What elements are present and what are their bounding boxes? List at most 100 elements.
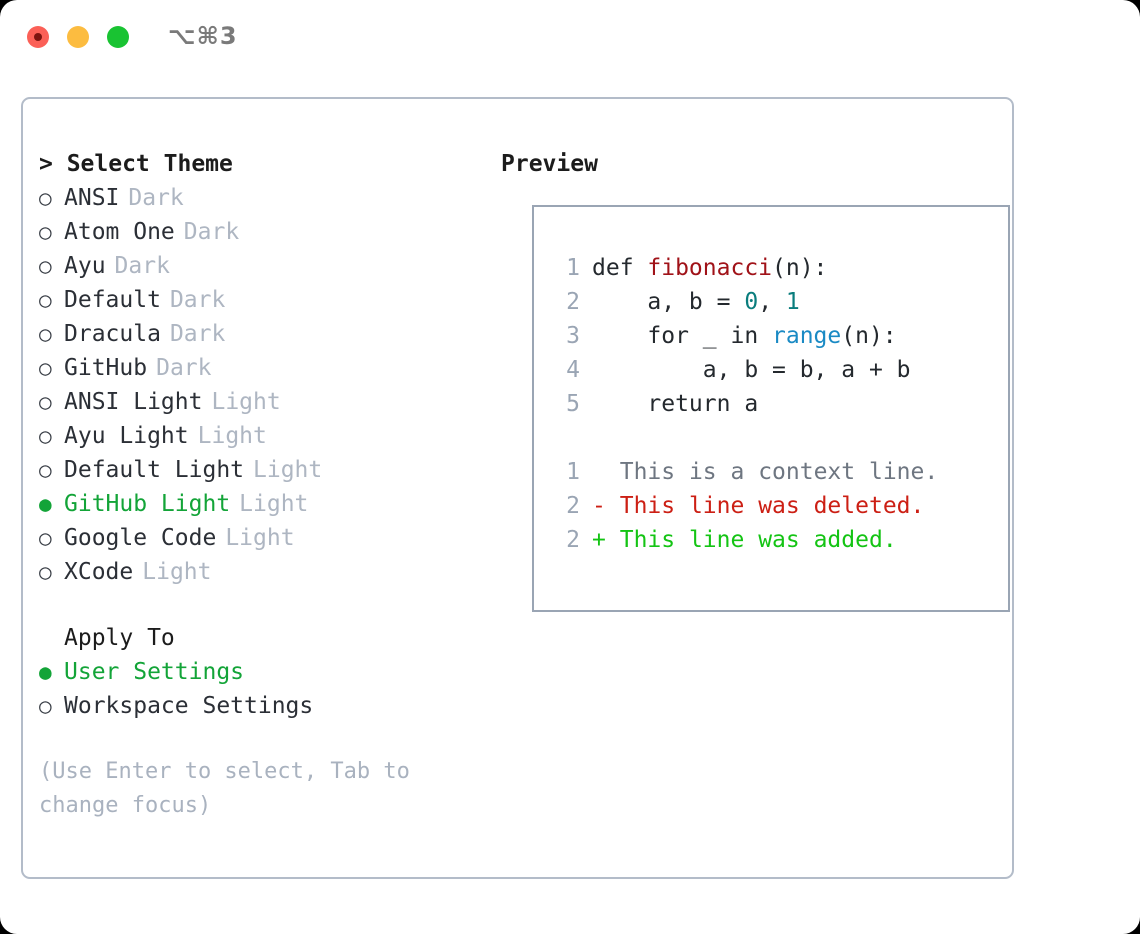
code-token-plain: a, b = b, a + b [592, 357, 911, 383]
apply-to-option-user-settings[interactable]: ●User Settings [39, 655, 489, 689]
theme-option-category: Dark [114, 253, 170, 279]
theme-option-ansi-light[interactable]: ○ ANSI Light Light [39, 385, 489, 419]
diff-line-number: 2 [566, 527, 580, 553]
theme-option-label: GitHub Light [64, 491, 231, 517]
diff-line-deleted: 2- This line was deleted. [550, 489, 1002, 523]
diff-sample: 1 This is a context line.2- This line wa… [550, 455, 1002, 557]
code-token-plain: def [592, 255, 648, 281]
diff-line-text: This line was deleted. [619, 493, 925, 519]
code-line: 5 return a [550, 387, 1002, 421]
theme-option-category: Light [253, 457, 323, 483]
code-line-number: 5 [566, 391, 580, 417]
preview-header: Preview [501, 151, 598, 177]
close-window-button[interactable] [27, 26, 49, 48]
code-line: 4 a, b = b, a + b [550, 353, 1002, 387]
theme-option-category: Light [211, 389, 281, 415]
code-line-content: a, b = 0, 1 [592, 285, 800, 319]
theme-option-category: Light [225, 525, 295, 551]
theme-option-label: GitHub [64, 355, 148, 381]
code-token-number: 0 [744, 289, 759, 315]
maximize-window-button[interactable] [107, 26, 129, 48]
code-token-call: range [772, 323, 842, 349]
diff-line-text: This line was added. [619, 527, 897, 553]
diff-line-added: 2 + This line was added. [550, 523, 1002, 557]
theme-option-default-light[interactable]: ○ Default Light Light [39, 453, 489, 487]
theme-option-label: XCode [64, 559, 134, 585]
theme-option-label: Atom One [64, 219, 175, 245]
radio-empty-icon: ○ [39, 186, 52, 210]
code-line: 2 a, b = 0, 1 [550, 285, 1002, 319]
theme-option-atom-one[interactable]: ○ Atom One Dark [39, 215, 489, 249]
radio-empty-icon: ○ [39, 458, 52, 482]
code-token-number: 1 [785, 289, 800, 315]
code-diff-gap [550, 421, 1002, 455]
theme-option-category: Light [197, 423, 267, 449]
theme-option-label: Ayu [64, 253, 106, 279]
theme-option-category: Dark [183, 219, 240, 245]
radio-empty-icon: ○ [39, 694, 52, 718]
theme-option-label: Ayu Light [64, 423, 189, 449]
theme-option-label: Default [64, 287, 161, 313]
theme-option-category: Dark [156, 355, 212, 381]
theme-option-label: Google Code [64, 525, 217, 551]
radio-empty-icon: ○ [39, 288, 52, 312]
radio-selected-icon: ● [39, 660, 52, 684]
code-token-plain: , [758, 289, 786, 315]
diff-line-number: 1 [566, 459, 580, 485]
radio-empty-icon: ○ [39, 560, 52, 584]
code-line-content: for _ in range(n): [592, 319, 896, 353]
diff-marker: - [592, 493, 606, 519]
apply-to-option-workspace-settings[interactable]: ○ Workspace Settings [39, 689, 489, 723]
radio-empty-icon: ○ [39, 220, 52, 244]
keyboard-hint-text: (Use Enter to select, Tab to change focu… [39, 759, 424, 818]
code-token-function: fibonacci [647, 255, 773, 281]
radio-empty-icon: ○ [39, 526, 52, 550]
radio-empty-icon: ○ [39, 390, 52, 414]
theme-option-label: ANSI Light [64, 389, 203, 415]
code-line-content: def fibonacci(n): [592, 251, 827, 285]
minimize-window-button[interactable] [67, 26, 89, 48]
theme-option-google-code[interactable]: ○ Google Code Light [39, 521, 489, 555]
theme-option-category: Dark [169, 321, 226, 347]
theme-option-label: Dracula [64, 321, 161, 347]
code-token-plain: a, b = [592, 289, 745, 315]
radio-empty-icon: ○ [39, 356, 52, 380]
radio-empty-icon: ○ [39, 424, 52, 448]
title-bar: ⌥⌘3 [0, 0, 1140, 76]
code-line-content: a, b = b, a + b [592, 353, 911, 387]
select-theme-header: > Select Theme [39, 151, 233, 177]
diff-line-context: 1 This is a context line. [550, 455, 1002, 489]
code-line-content: return a [592, 387, 758, 421]
theme-option-ayu-light[interactable]: ○ Ayu Light Light [39, 419, 489, 453]
code-line-number: 2 [566, 289, 580, 315]
apply-to-header: Apply To [64, 625, 175, 651]
code-line-number: 4 [566, 357, 580, 383]
theme-option-category: Dark [128, 185, 184, 211]
diff-marker: + [592, 527, 606, 553]
theme-option-dracula[interactable]: ○ Dracula Dark [39, 317, 489, 351]
diff-spacer [606, 523, 620, 557]
keyboard-shortcut-label: ⌥⌘3 [168, 22, 238, 50]
apply-to-list: ●User Settings ○ Workspace Settings [39, 655, 489, 723]
diff-spacer [606, 455, 620, 489]
code-token-plain: (n): [772, 255, 828, 281]
apply-to-option-label: Workspace Settings [64, 693, 314, 719]
theme-option-github[interactable]: ○ GitHub Dark [39, 351, 489, 385]
diff-line-text: This is a context line. [619, 459, 939, 485]
theme-option-category: Light [239, 491, 309, 517]
radio-empty-icon: ○ [39, 322, 52, 346]
theme-option-label: Default Light [64, 457, 245, 483]
